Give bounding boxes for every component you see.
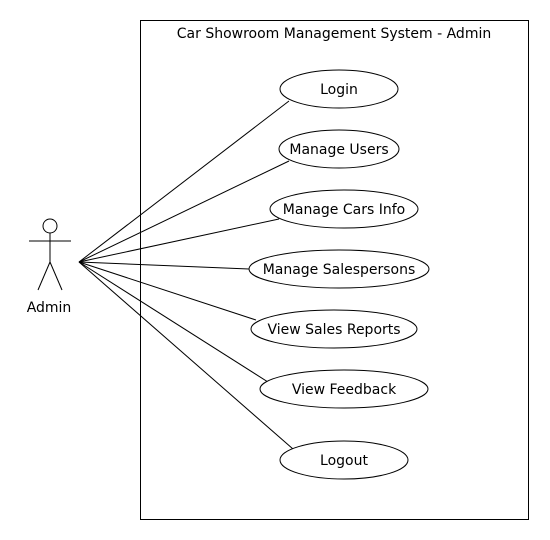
association-line — [78, 261, 250, 270]
use-case-ellipse — [269, 189, 419, 229]
use-case-manage-users[interactable]: Manage Users — [278, 129, 400, 169]
system-title: Car Showroom Management System - Admin — [177, 26, 491, 42]
use-case-label: View Feedback — [292, 382, 397, 398]
association-line — [78, 160, 290, 263]
actor-right-leg — [49, 261, 63, 291]
use-case-ellipse — [248, 249, 430, 289]
association-line — [78, 261, 257, 321]
association-line — [78, 218, 280, 263]
use-case-manage-cars-info[interactable]: Manage Cars Info — [269, 189, 419, 229]
use-case-ellipse — [278, 129, 400, 169]
actor-admin[interactable] — [29, 218, 71, 291]
use-case-label: View Sales Reports — [267, 322, 400, 338]
actor-left-leg — [37, 261, 51, 291]
association-line — [78, 261, 269, 383]
actor-name: Admin — [27, 300, 72, 316]
use-case-label: Manage Salespersons — [263, 262, 416, 278]
use-case-label: Manage Cars Info — [283, 202, 405, 218]
use-case-ellipse — [279, 69, 399, 109]
use-case-manage-salespersons[interactable]: Manage Salespersons — [248, 249, 430, 289]
system-boundary — [140, 20, 529, 520]
use-case-logout[interactable]: Logout — [279, 440, 409, 480]
association-line — [78, 261, 294, 450]
actor-head — [42, 218, 58, 234]
use-case-view-sales-reports[interactable]: View Sales Reports — [250, 309, 418, 349]
use-case-ellipse — [250, 309, 418, 349]
use-case-ellipse — [259, 369, 429, 409]
association-line — [78, 100, 290, 263]
use-case-view-feedback[interactable]: View Feedback — [259, 369, 429, 409]
use-case-label: Login — [320, 82, 358, 98]
use-case-label: Logout — [320, 453, 368, 469]
use-case-ellipse — [279, 440, 409, 480]
use-case-label: Manage Users — [289, 142, 388, 158]
use-case-login[interactable]: Login — [279, 69, 399, 109]
associations — [78, 100, 294, 450]
